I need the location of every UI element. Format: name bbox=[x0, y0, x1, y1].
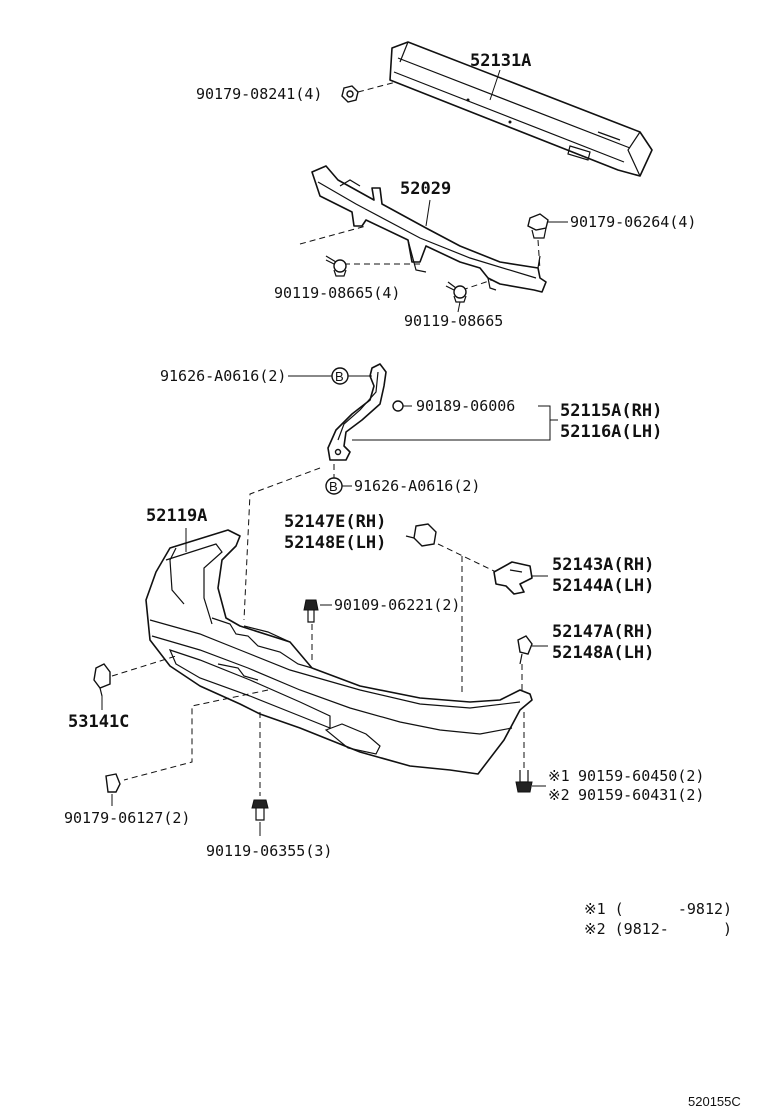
rivet-icon: B bbox=[325, 477, 343, 495]
dashed-line-retainer-support bbox=[437, 543, 497, 573]
footnote-1: ※1 ( -9812) bbox=[584, 900, 732, 918]
bolt-icon bbox=[303, 599, 319, 623]
rivet-symbol: B bbox=[335, 369, 344, 384]
label-52148E: 52148E(LH) bbox=[284, 533, 386, 553]
label-52116A: 52116A(LH) bbox=[560, 422, 662, 442]
hook-bracket bbox=[93, 663, 111, 697]
label-52147E: 52147E(RH) bbox=[284, 512, 386, 532]
dashed-line-nut-lower bbox=[123, 689, 269, 781]
label-52143A: 52143A(RH) bbox=[552, 555, 654, 575]
bolt-icon bbox=[325, 255, 347, 277]
bumper-support bbox=[493, 561, 533, 595]
label-91626-A0616-bottom: 91626-A0616(2) bbox=[354, 477, 480, 495]
nut-icon bbox=[341, 85, 359, 103]
footnote-2: ※2 (9812- ) bbox=[584, 920, 732, 938]
mark-1: ※1 bbox=[548, 767, 570, 785]
bolt-icon bbox=[251, 799, 269, 821]
dashed-line-bracket-to-bumper bbox=[243, 467, 321, 621]
label-90119-08665: 90119-08665 bbox=[404, 312, 503, 330]
label-52144A: 52144A(LH) bbox=[552, 576, 654, 596]
screw-icon bbox=[392, 400, 404, 412]
label-90159-60431: 90159-60431(2) bbox=[578, 786, 704, 804]
bolt-icon bbox=[445, 281, 467, 303]
nut-icon bbox=[527, 213, 549, 239]
label-90109-06221: 90109-06221(2) bbox=[334, 596, 460, 614]
bumper-reinforcement bbox=[389, 41, 653, 177]
dashed-line-bolt-left-1 bbox=[299, 225, 367, 245]
dashed-line-bolt-center bbox=[461, 279, 493, 291]
label-52147A: 52147A(RH) bbox=[552, 622, 654, 642]
dashed-line-nut-right bbox=[537, 239, 541, 271]
clip-icon bbox=[405, 523, 437, 547]
bumper-clip bbox=[517, 635, 533, 665]
leader-52029 bbox=[425, 199, 431, 227]
label-52148A: 52148A(LH) bbox=[552, 643, 654, 663]
label-53141C: 53141C bbox=[68, 712, 129, 732]
mark-2: ※2 bbox=[548, 786, 570, 804]
label-52115A: 52115A(RH) bbox=[560, 401, 662, 421]
leader-52131A bbox=[489, 69, 501, 101]
rivet-icon: B bbox=[331, 367, 349, 385]
label-52131A: 52131A bbox=[470, 51, 531, 71]
label-90119-06355: 90119-06355(3) bbox=[206, 842, 332, 860]
bumper-cover bbox=[145, 529, 533, 775]
label-90159-60450: 90159-60450(2) bbox=[578, 767, 704, 785]
dashed-line-hook bbox=[111, 655, 177, 677]
rivet-symbol-2: B bbox=[329, 479, 338, 494]
dashed-line-nut-reinforcement bbox=[357, 81, 397, 93]
label-90179-08241: 90179-08241(4) bbox=[196, 85, 322, 103]
label-52029: 52029 bbox=[400, 179, 451, 199]
reference-code: 520155C bbox=[688, 1094, 741, 1109]
label-90189-06006: 90189-06006 bbox=[416, 397, 515, 415]
bumper-side-bracket bbox=[327, 363, 387, 461]
leader-90119-08665 bbox=[457, 301, 461, 313]
screw-icon bbox=[515, 770, 533, 793]
label-52119A: 52119A bbox=[146, 506, 207, 526]
bumper-retainer-bracket bbox=[311, 165, 547, 293]
nut-icon bbox=[105, 773, 121, 793]
label-90179-06127: 90179-06127(2) bbox=[64, 809, 190, 827]
label-90119-08665-4: 90119-08665(4) bbox=[274, 284, 400, 302]
leader-52115A bbox=[352, 405, 551, 441]
label-91626-A0616-top: 91626-A0616(2) bbox=[160, 367, 286, 385]
label-90179-06264: 90179-06264(4) bbox=[570, 213, 696, 231]
